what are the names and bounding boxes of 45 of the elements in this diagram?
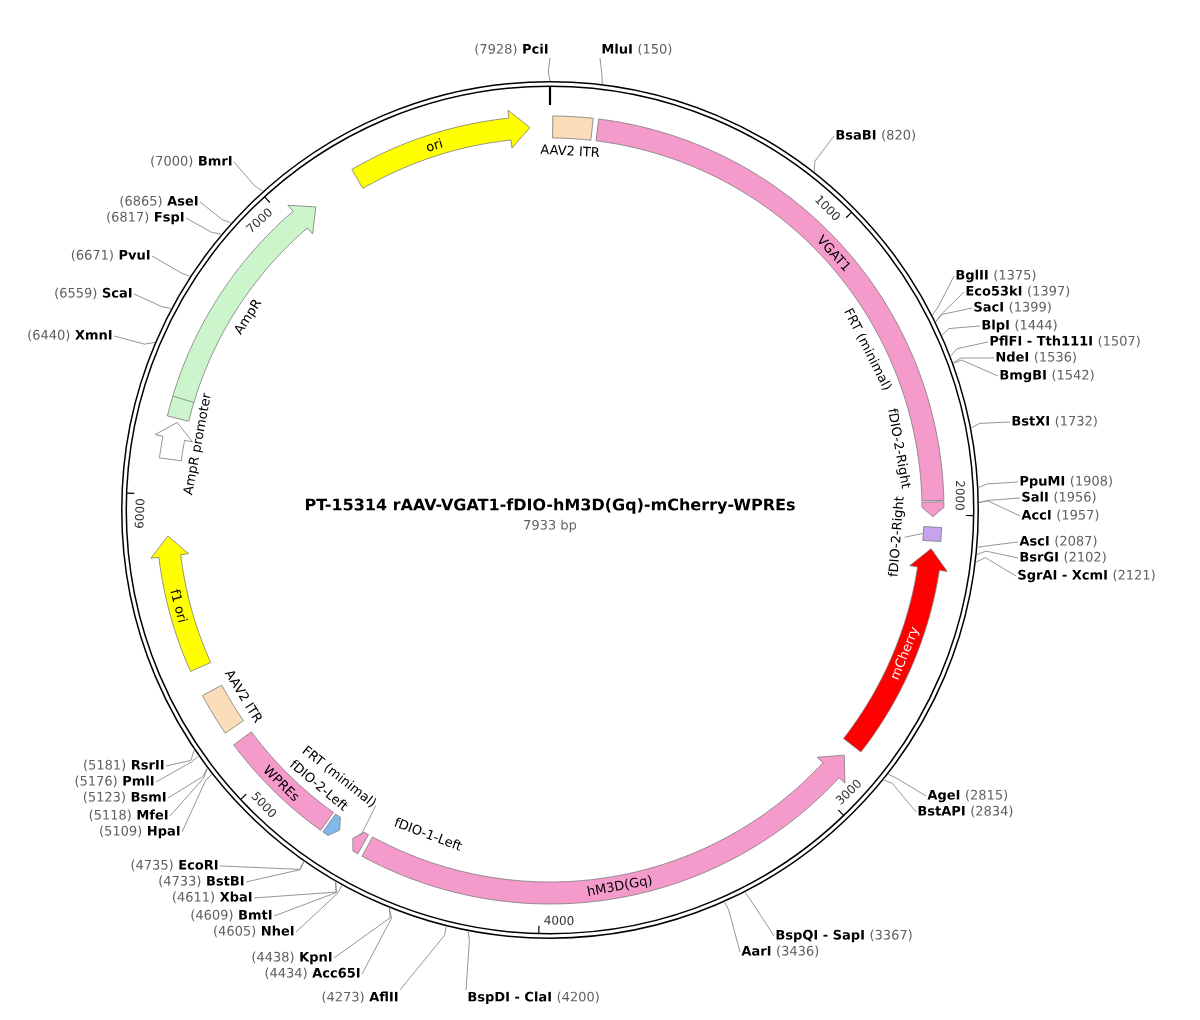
leader-line [950, 341, 989, 357]
leader-line [199, 201, 232, 224]
leader-line [970, 421, 1011, 429]
leader-line [952, 357, 995, 364]
leader-line [935, 291, 965, 323]
title: PT-15314 rAAV-VGAT1-fDIO-hM3D(Gq)-mCherry-WPREs [305, 498, 795, 514]
leader-line [295, 884, 343, 933]
leader-line [169, 767, 208, 817]
feature-marker [922, 526, 943, 542]
leader-line [547, 57, 551, 82]
leader-line [976, 541, 1019, 548]
leader-line [151, 255, 191, 277]
leader-line [165, 749, 195, 767]
leader-line [724, 901, 741, 953]
leader-line [245, 860, 305, 883]
leader-line [333, 907, 391, 959]
leader-line [273, 881, 338, 917]
leader-line [882, 779, 917, 813]
leader-line [931, 275, 955, 316]
leader-line [133, 293, 172, 310]
leader-line [935, 307, 973, 323]
leader-line [952, 359, 999, 377]
leader-line [976, 550, 1019, 559]
leader-line [599, 57, 603, 85]
leader-line [941, 325, 981, 336]
leader-line [978, 497, 1021, 503]
leader-line [904, 532, 924, 538]
leader-line [113, 335, 156, 345]
leader-line [977, 481, 1019, 488]
leader-line [185, 217, 222, 235]
leader-line [465, 930, 470, 991]
leader-line [887, 773, 927, 797]
leader-line [233, 161, 264, 192]
leader-line [744, 891, 775, 937]
leader-line [181, 773, 213, 833]
leader-line [360, 805, 377, 837]
leader-line [167, 767, 208, 799]
leader-line [155, 755, 200, 783]
leader-line [813, 135, 835, 173]
leader-line [253, 881, 337, 899]
leader-line [975, 557, 1017, 577]
leader-line [361, 907, 392, 975]
leader-line [978, 500, 1021, 517]
leader-line [399, 925, 447, 991]
leader-line [219, 860, 305, 870]
